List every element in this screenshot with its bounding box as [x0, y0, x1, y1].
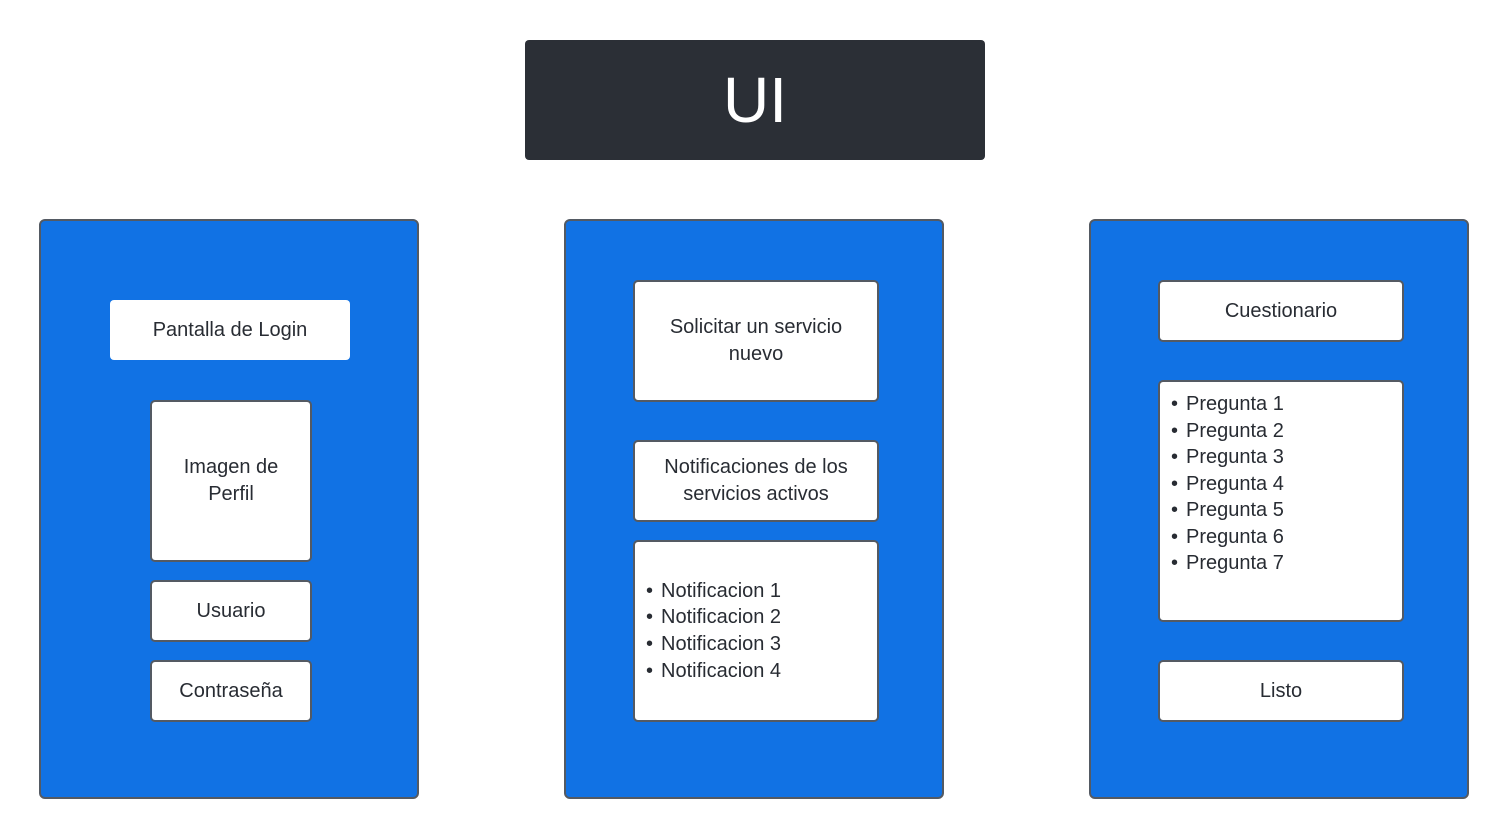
- questions-items: • Pregunta 1 • Pregunta 2 • Pregunta 3 • Pre…: [1160, 391, 1284, 577]
- password-field-label: Contraseña: [179, 679, 283, 702]
- login-screen-header: Pantalla de Login: [110, 300, 350, 360]
- questionnaire-panel: Cuestionario • Pregunta 1 • Pregunta 2 • Pr…: [1089, 219, 1469, 799]
- password-field[interactable]: Contraseña: [150, 660, 312, 722]
- notification-label: Notificacion 2: [661, 606, 782, 629]
- question-label: Pregunta 4: [1186, 472, 1284, 495]
- list-item[interactable]: • Pregunta 4: [1171, 471, 1284, 498]
- notifications-items: • Notificacion 1 • Notificacion 2 • Notific…: [635, 578, 781, 684]
- list-item[interactable]: • Pregunta 1: [1171, 391, 1284, 418]
- bullet-icon: •: [646, 659, 654, 682]
- request-service-label: Solicitar un servicio nuevo: [669, 316, 843, 365]
- question-label: Pregunta 7: [1186, 552, 1284, 575]
- bullet-icon: •: [1171, 472, 1179, 495]
- bullet-icon: •: [1171, 392, 1179, 415]
- questionnaire-header: Cuestionario: [1158, 280, 1404, 342]
- request-service-button[interactable]: Solicitar un servicio nuevo: [633, 280, 879, 402]
- bullet-icon: •: [646, 606, 654, 629]
- notification-label: Notificacion 1: [661, 579, 782, 602]
- diagram-title-text: UI: [723, 64, 787, 136]
- bullet-icon: •: [1171, 446, 1179, 469]
- questionnaire-header-label: Cuestionario: [1224, 299, 1338, 322]
- services-panel: Solicitar un servicio nuevo Notificacion…: [564, 219, 944, 799]
- list-item[interactable]: • Notificacion 4: [646, 658, 781, 685]
- bullet-icon: •: [1171, 499, 1179, 522]
- notifications-title-label: Notificaciones de los servicios activos: [664, 456, 848, 505]
- list-item[interactable]: • Notificacion 2: [646, 604, 781, 631]
- user-field[interactable]: Usuario: [150, 580, 312, 642]
- question-label: Pregunta 6: [1186, 525, 1284, 548]
- bullet-icon: •: [1171, 525, 1179, 548]
- done-button[interactable]: Listo: [1158, 660, 1404, 722]
- profile-image-placeholder: Imagen de Perfil: [150, 400, 312, 562]
- questions-list: • Pregunta 1 • Pregunta 2 • Pregunta 3 • Pre…: [1158, 380, 1404, 622]
- question-label: Pregunta 3: [1186, 446, 1284, 469]
- notifications-list: • Notificacion 1 • Notificacion 2 • Notific…: [633, 540, 879, 722]
- question-label: Pregunta 5: [1186, 499, 1284, 522]
- list-item[interactable]: • Pregunta 3: [1171, 444, 1284, 471]
- list-item[interactable]: • Pregunta 2: [1171, 418, 1284, 445]
- question-label: Pregunta 2: [1186, 419, 1284, 442]
- login-screen-panel: Pantalla de Login Imagen de Perfil Usuar…: [39, 219, 419, 799]
- list-item[interactable]: • Pregunta 7: [1171, 550, 1284, 577]
- notifications-title-card: Notificaciones de los servicios activos: [633, 440, 879, 522]
- notification-label: Notificacion 3: [661, 633, 782, 655]
- list-item[interactable]: • Notificacion 1: [646, 578, 781, 605]
- list-item[interactable]: • Notificacion 3: [646, 631, 781, 658]
- login-screen-header-label: Pantalla de Login: [152, 318, 308, 341]
- diagram-title: UI: [525, 40, 985, 160]
- done-button-label: Listo: [1259, 679, 1303, 702]
- bullet-icon: •: [646, 633, 654, 655]
- profile-image-label: Imagen de Perfil: [183, 456, 279, 505]
- list-item[interactable]: • Pregunta 6: [1171, 524, 1284, 551]
- bullet-icon: •: [646, 579, 654, 602]
- bullet-icon: •: [1171, 419, 1179, 442]
- bullet-icon: •: [1171, 552, 1179, 575]
- list-item[interactable]: • Pregunta 5: [1171, 497, 1284, 524]
- notification-label: Notificacion 4: [661, 659, 782, 682]
- question-label: Pregunta 1: [1186, 392, 1284, 415]
- user-field-label: Usuario: [196, 599, 266, 622]
